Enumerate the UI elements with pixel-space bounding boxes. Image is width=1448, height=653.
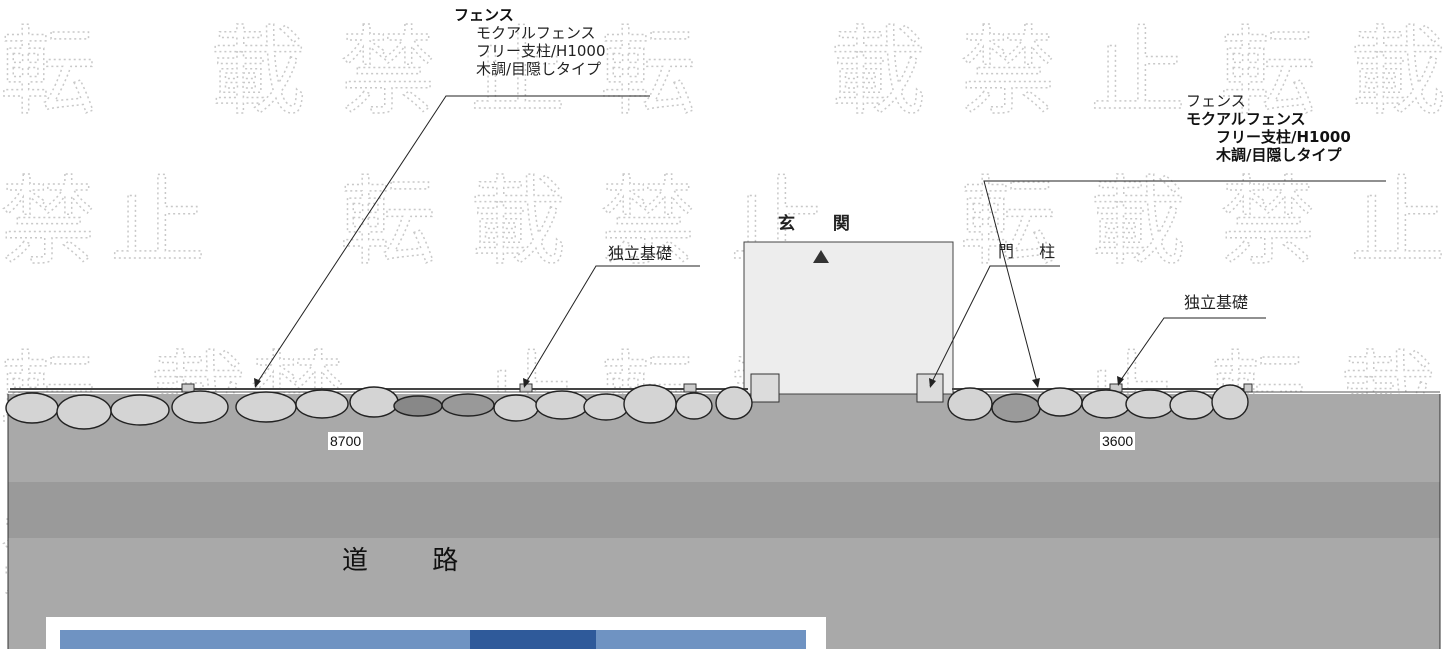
watermark-char: 禁 — [0, 166, 96, 278]
leader-gate-pillar — [929, 265, 1060, 387]
watermark-char: 禁 — [1220, 166, 1316, 278]
fence-post-spec: フリー支柱/H1000 — [1216, 128, 1351, 146]
watermark-char: 止 — [110, 166, 206, 278]
fence-product: モクアルフェンス — [476, 24, 596, 42]
fence-label: フェンス — [1186, 92, 1246, 110]
photo-sky — [60, 630, 806, 649]
leader-foundation-right — [1117, 317, 1266, 385]
photo-sky-light — [470, 630, 596, 649]
watermark-char: 載 — [210, 16, 306, 128]
watermark-char: 転 — [1220, 16, 1316, 128]
entrance-approach — [743, 241, 954, 395]
watermark-char: 禁 — [960, 16, 1056, 128]
dimension-left: 8700 — [328, 432, 364, 450]
watermark-char: 載 — [470, 166, 566, 278]
leader-foundation-left — [523, 265, 700, 387]
watermark-char: 転 — [0, 16, 96, 128]
dimension-right: 3600 — [1100, 432, 1136, 450]
watermark-char: 載 — [1090, 166, 1186, 278]
leader-fence-right — [983, 180, 1386, 387]
watermark-char: 止 — [470, 16, 566, 128]
gate-pillar-left — [750, 373, 780, 403]
leader-fence-left — [254, 95, 650, 387]
leader-arrowheads — [254, 376, 1124, 388]
foundation-label-right: 独立基礎 — [1184, 293, 1249, 312]
stone-border-right — [947, 384, 1249, 423]
foundation-post — [181, 383, 195, 393]
foundation-label-left: 独立基礎 — [608, 244, 673, 263]
fence-note-right: フェンス モクアルフェンス フリー支柱/H1000 木調/目隠しタイプ — [1186, 94, 1351, 163]
watermark-char: 転 — [960, 166, 1056, 278]
fence-post-spec: フリー支柱/H1000 — [476, 42, 606, 60]
fence-note-left: フェンス モクアルフェンス フリー支柱/H1000 木調/目隠しタイプ — [454, 8, 606, 77]
stone-border-left — [5, 384, 753, 430]
watermark-char: 止 — [1350, 166, 1446, 278]
leader-lines — [254, 95, 1386, 387]
entrance-arrow-icon — [813, 250, 829, 263]
fence-label: フェンス — [454, 6, 514, 24]
foundation-post — [683, 383, 697, 393]
fence-product: モクアルフェンス — [1186, 110, 1306, 128]
watermark-char: 転 — [600, 16, 696, 128]
fence-type: 木調/目隠しタイプ — [1216, 146, 1342, 164]
watermark-char: 載 — [830, 16, 926, 128]
watermark-char: 止 — [1090, 16, 1186, 128]
gate-pillar-label: 門 柱 — [998, 242, 1066, 261]
foundation-post — [1243, 383, 1253, 393]
fence-type: 木調/目隠しタイプ — [476, 60, 602, 78]
entrance-label: 玄 関 — [778, 214, 866, 234]
road-band — [8, 482, 1440, 538]
watermark-char: 禁 — [600, 166, 696, 278]
watermark-char: 禁 — [340, 16, 436, 128]
road-label: 道 路 — [342, 546, 487, 576]
watermark-char: 転 — [340, 166, 436, 278]
watermark-char: 載 — [1350, 16, 1446, 128]
